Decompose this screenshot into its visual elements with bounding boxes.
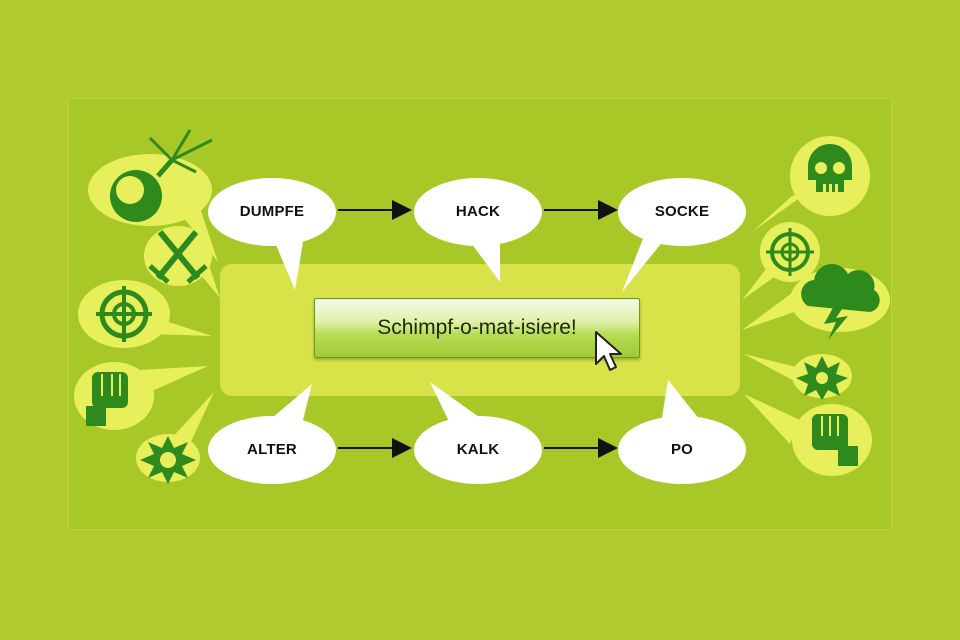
bubble-alter [208, 384, 336, 484]
fist-icon [744, 394, 872, 476]
crosshair-icon [742, 222, 820, 300]
bubble-dumpfe [208, 178, 336, 290]
crosshair-icon [78, 280, 212, 348]
bomb-icon [88, 129, 218, 262]
bubble-socke [618, 178, 746, 292]
schimpf-button-label: Schimpf-o-mat-isiere! [377, 316, 577, 339]
explosion-icon [744, 354, 852, 400]
explosion-icon [136, 392, 214, 484]
word-kalk: KALK [456, 441, 500, 458]
word-dumpfe: DUMPFE [239, 203, 305, 220]
word-alter: ALTER [247, 441, 297, 458]
bubble-hack [414, 178, 542, 282]
schimpf-button[interactable]: Schimpf-o-mat-isiere! [314, 298, 640, 358]
crossed-swords-icon [144, 226, 220, 298]
word-po: PO [670, 441, 694, 458]
storm-cloud-icon [742, 264, 890, 340]
fist-icon [74, 362, 208, 430]
bubble-po [618, 380, 746, 484]
mouse-cursor-icon [595, 331, 622, 371]
word-socke: SOCKE [654, 203, 710, 220]
skull-icon [752, 136, 870, 232]
word-hack: HACK [455, 203, 501, 220]
bubble-kalk [414, 382, 542, 484]
